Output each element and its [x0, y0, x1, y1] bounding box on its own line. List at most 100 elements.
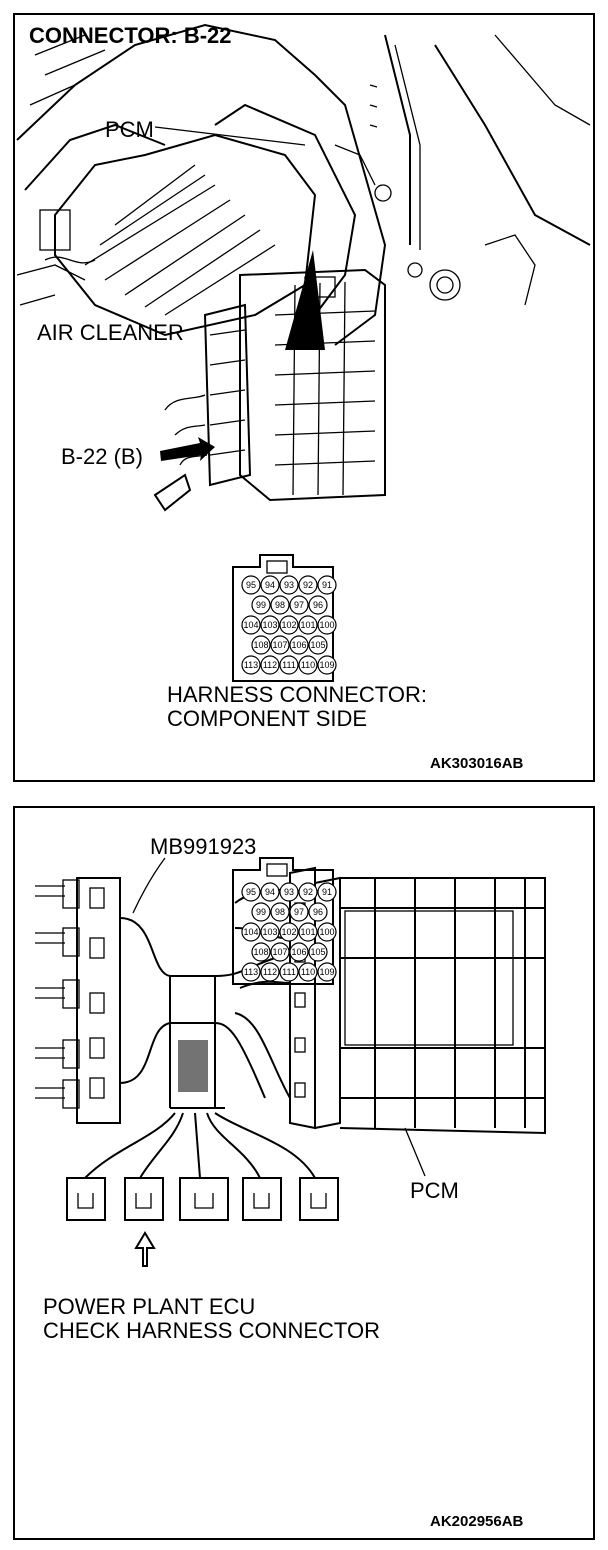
connector-pin-label: 97	[294, 600, 304, 610]
connector-pin-label: 108	[253, 947, 268, 957]
air-cleaner-label: AIR CLEANER	[37, 320, 184, 345]
connector-pin	[251, 942, 271, 962]
b22-label: B-22 (B)	[61, 444, 143, 469]
connector-pin-label: 99	[256, 600, 266, 610]
connector-pin	[279, 575, 299, 595]
connector-pin-label: 100	[319, 927, 334, 937]
connector-pin	[317, 962, 337, 982]
connector-pin-label: 92	[303, 580, 313, 590]
tool-leader-line	[132, 857, 166, 914]
connector-pin	[317, 655, 337, 675]
connector-pin-label: 95	[246, 887, 256, 897]
connector-pin	[279, 882, 299, 902]
connector-pin-label: 108	[253, 640, 268, 650]
engine-bay-sketch	[16, 23, 591, 346]
connector-title: CONNECTOR: B-22	[29, 23, 232, 48]
connector-pin-label: 105	[310, 947, 325, 957]
connector-pin	[270, 902, 290, 922]
connector-pin	[289, 942, 309, 962]
ecu-label-line2: CHECK HARNESS CONNECTOR	[43, 1318, 380, 1343]
connector-pin-label: 111	[282, 660, 296, 670]
connector-pin-label: 110	[301, 967, 315, 977]
connector-pin	[260, 882, 280, 902]
connector-pin	[279, 962, 299, 982]
connector-pin-label: 100	[319, 620, 334, 630]
connector-pin-label: 111	[282, 967, 296, 977]
connector-pin-label: 102	[281, 620, 296, 630]
figure-code-top: AK303016AB	[430, 755, 524, 772]
harness-label-line1: HARNESS CONNECTOR:	[167, 682, 427, 707]
connector-pin-label: 106	[291, 947, 306, 957]
connector-pin	[298, 655, 318, 675]
connector-pin-label: 95	[246, 580, 256, 590]
connector-pin	[251, 635, 271, 655]
connector-pin	[241, 882, 261, 902]
connector-pin	[317, 922, 337, 942]
connector-pin	[241, 962, 261, 982]
connector-pin-label: 91	[322, 580, 332, 590]
connector-pin	[270, 635, 290, 655]
pcm-label-bottom: PCM	[410, 1178, 459, 1203]
connector-pin	[317, 615, 337, 635]
harness-cables	[84, 887, 316, 1179]
connector-pin	[279, 922, 299, 942]
connector-pin-label: 96	[313, 907, 323, 917]
check-connectors-row	[66, 1177, 339, 1221]
figure-code-bottom: AK202956AB	[430, 1513, 524, 1530]
connector-pin	[260, 615, 280, 635]
connector-pin-label: 112	[263, 660, 277, 670]
connector-pin-label: 99	[256, 907, 266, 917]
pcm-label-top: PCM	[105, 117, 154, 142]
connector-pin-label: 103	[262, 927, 277, 937]
b22-arrow	[160, 437, 215, 461]
connector-pin-label: 91	[322, 887, 332, 897]
connector-pin-label: 93	[284, 887, 294, 897]
connector-pin	[270, 942, 290, 962]
connector-pin	[260, 655, 280, 675]
connector-pin	[298, 962, 318, 982]
connector-pin-label: 112	[263, 967, 277, 977]
connector-pin	[298, 615, 318, 635]
connector-pin	[251, 595, 271, 615]
ecu-label-line1: POWER PLANT ECU	[43, 1294, 256, 1319]
connector-pin-label: 97	[294, 907, 304, 917]
connector-pin-label: 109	[319, 967, 334, 977]
connector-pin	[241, 615, 261, 635]
connector-pin	[289, 635, 309, 655]
connector-pin	[260, 922, 280, 942]
connector-pin	[260, 962, 280, 982]
connector-pin-label: 101	[300, 620, 315, 630]
connector-pin-label: 110	[301, 660, 315, 670]
connector-pin-label: 96	[313, 600, 323, 610]
connector-pin	[298, 922, 318, 942]
connector-pin	[241, 922, 261, 942]
pcm-drawing-bottom	[289, 866, 546, 1135]
pcm-unit-drawing	[153, 268, 386, 512]
connector-pin-label: 106	[291, 640, 306, 650]
connector-pin	[298, 575, 318, 595]
connector-pin-label: 109	[319, 660, 334, 670]
connector-pin-label: 93	[284, 580, 294, 590]
connector-pin-label: 103	[262, 620, 277, 630]
connector-pin-label: 92	[303, 887, 313, 897]
connector-pin-label: 98	[275, 600, 285, 610]
connector-pin	[279, 655, 299, 675]
connector-pin-label: 107	[272, 947, 287, 957]
connector-pin-label: 98	[275, 907, 285, 917]
connector-pin-label: 94	[265, 580, 275, 590]
up-arrow	[134, 1231, 156, 1267]
pcm-leader-line-bottom	[404, 1127, 426, 1177]
connector-pin-label: 101	[300, 927, 315, 937]
connector-pin	[241, 575, 261, 595]
connector-pin	[260, 575, 280, 595]
connector-pin-label: 113	[244, 660, 258, 670]
connector-pin	[279, 615, 299, 635]
connector-pin	[317, 882, 337, 902]
